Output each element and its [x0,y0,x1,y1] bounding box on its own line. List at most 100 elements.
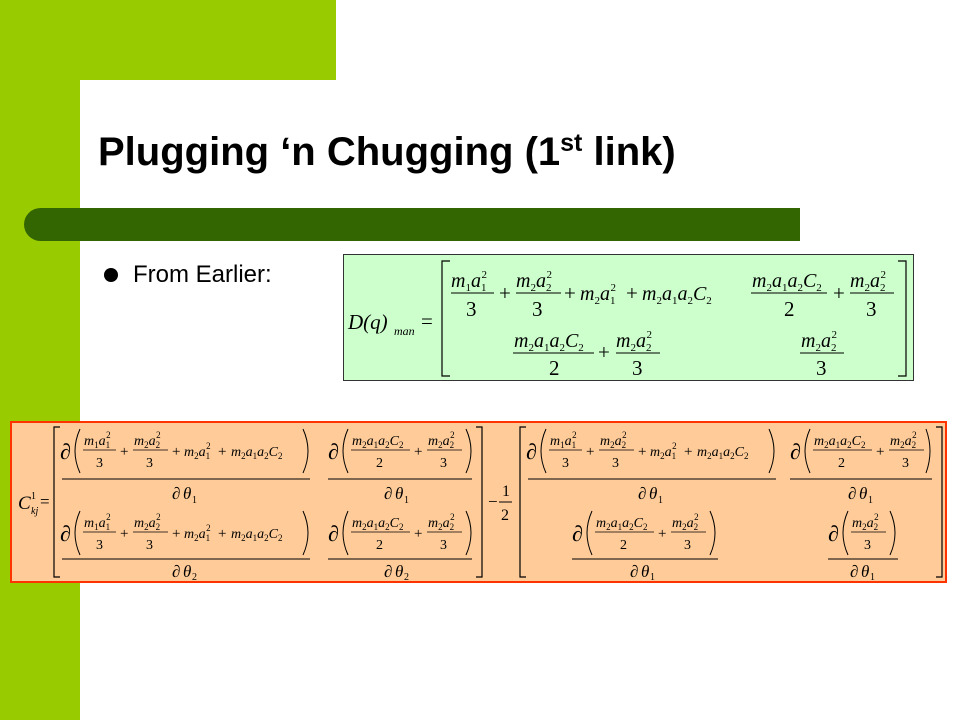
svg-text:+: + [833,281,845,305]
eq2-b-entry-21: ∂ m2a1a2C2 2 + m2a22 3 ∂ θ 1 [572,510,718,583]
eq2-a-entry-11: ∂ m1a12 3 + m2a22 3 + m2a12 + m2a1a2C2 ∂… [60,428,310,506]
svg-text:3: 3 [96,538,103,553]
svg-text:2: 2 [192,572,197,583]
svg-text:3: 3 [864,538,871,553]
svg-text:∂: ∂ [828,521,839,546]
svg-text:∂: ∂ [526,439,537,464]
slide-title: Plugging ‘n Chugging (1st link) [98,129,676,174]
svg-text:3: 3 [466,297,477,321]
svg-text:1: 1 [658,495,663,506]
svg-text:2: 2 [376,456,383,471]
svg-text:∂: ∂ [172,484,180,503]
eq2-b-entry-11: ∂ m1a12 3 + m2a22 3 + m2a12 + m2a1a2C2 ∂… [526,428,776,506]
svg-text:m2a22: m2a22 [428,430,455,450]
eq2-b-entry-12: ∂ m2a1a2C2 2 + m2a22 3 ∂ θ 1 [790,428,932,506]
eq2-half-num: 1 [502,483,510,500]
eq2-bracket-a-right [476,426,483,578]
christoffel-svg: C 1 kj = − 1 2 ∂ m1a12 3 + m2a22 3 + m2a… [18,426,943,583]
svg-text:m2a22: m2a22 [134,512,161,532]
svg-text:m2a22: m2a22 [600,430,627,450]
svg-text:θ: θ [183,562,191,581]
eq1-lhs-sub: man [394,324,415,338]
svg-text:3: 3 [816,356,827,380]
svg-text:+: + [598,340,610,364]
eq1-left-bracket [441,260,450,377]
title-divider-bar [24,208,800,241]
svg-text:m2a22: m2a22 [890,430,917,450]
svg-text:1: 1 [404,495,409,506]
svg-text:θ: θ [861,562,869,581]
svg-text:m2a1a2C2: m2a1a2C2 [642,283,712,307]
eq2-b-entry-22: ∂ m2a22 3 ∂ θ 1 [828,510,898,583]
svg-text:∂: ∂ [328,439,339,464]
svg-text:2: 2 [549,356,560,380]
svg-text:+: + [120,526,128,542]
svg-text:∂: ∂ [60,439,71,464]
top-accent-band [0,0,336,80]
eq1-lhs: D(q) [347,310,388,334]
svg-text:∂: ∂ [850,562,858,581]
eq1-equals: = [421,309,433,333]
svg-text:m2a12: m2a12 [184,523,211,543]
svg-text:m2a1a2C2: m2a1a2C2 [231,527,282,543]
svg-text:2: 2 [620,538,627,553]
svg-text:∂: ∂ [790,439,801,464]
svg-text:3: 3 [440,538,447,553]
eq1-entry-11: m1a12 3 + m2a22 3 + m2a12 + m2a1a2C2 [451,269,712,321]
svg-text:θ: θ [395,484,403,503]
svg-text:m1a12: m1a12 [84,430,111,450]
eq2-a-entry-12: ∂ m2a1a2C2 2 + m2a22 3 ∂ θ 1 [328,428,472,506]
svg-text:θ: θ [183,484,191,503]
svg-text:θ: θ [859,484,867,503]
christoffel-equation: C 1 kj = − 1 2 ∂ m1a12 3 + m2a22 3 + m2a… [10,421,947,583]
svg-text:+: + [638,444,646,460]
svg-text:+: + [626,281,638,305]
svg-text:∂: ∂ [572,521,583,546]
svg-text:+: + [218,444,226,460]
svg-text:2: 2 [838,456,845,471]
svg-text:m1a12: m1a12 [84,512,111,532]
svg-text:∂: ∂ [848,484,856,503]
svg-text:+: + [499,281,511,305]
eq1-entry-22: m2a22 3 [800,329,844,380]
eq1-right-bracket [898,260,907,377]
svg-text:+: + [414,526,422,542]
svg-text:m2a1a2C2: m2a1a2C2 [697,445,748,461]
svg-text:m2a1a2C2: m2a1a2C2 [814,434,865,450]
svg-text:3: 3 [866,297,877,321]
inertia-matrix-svg: D(q) man = m1a12 3 + m2a22 3 + m2a12 + m… [347,260,907,380]
svg-text:1: 1 [868,495,873,506]
svg-text:∂: ∂ [172,562,180,581]
svg-text:m2a22: m2a22 [672,512,699,532]
svg-text:m2a12: m2a12 [650,441,677,461]
svg-text:1: 1 [192,495,197,506]
svg-text:3: 3 [612,456,619,471]
svg-text:3: 3 [684,538,691,553]
svg-text:3: 3 [562,456,569,471]
eq2-lhs-sup: 1 [31,491,36,502]
svg-text:2: 2 [376,538,383,553]
inertia-matrix-equation: D(q) man = m1a12 3 + m2a22 3 + m2a12 + m… [343,254,914,381]
eq2-a-entry-22: ∂ m2a1a2C2 2 + m2a22 3 ∂ θ 2 [328,510,472,583]
svg-text:m1a12: m1a12 [550,430,577,450]
svg-text:m2a1a2C2: m2a1a2C2 [752,270,822,294]
eq2-a-entry-21: ∂ m1a12 3 + m2a22 3 + m2a12 + m2a1a2C2 ∂… [60,510,310,583]
svg-text:m1a12: m1a12 [451,269,487,294]
eq2-half-den: 2 [501,507,509,524]
svg-text:m2a22: m2a22 [616,329,652,354]
content-rounded-corner [80,80,200,200]
svg-text:∂: ∂ [384,484,392,503]
svg-text:∂: ∂ [384,562,392,581]
svg-text:3: 3 [96,456,103,471]
svg-text:3: 3 [632,356,643,380]
svg-text:m2a22: m2a22 [852,512,879,532]
eq2-bracket-b-left [519,426,526,578]
svg-text:m2a1a2C2: m2a1a2C2 [352,434,403,450]
eq2-bracket-b-right [936,426,943,578]
svg-text:+: + [876,444,884,460]
svg-text:+: + [684,444,692,460]
svg-text:+: + [564,281,576,305]
svg-text:m2a12: m2a12 [184,441,211,461]
svg-text:3: 3 [146,538,153,553]
eq1-entry-21: m2a1a2C2 2 + m2a22 3 [513,329,660,380]
